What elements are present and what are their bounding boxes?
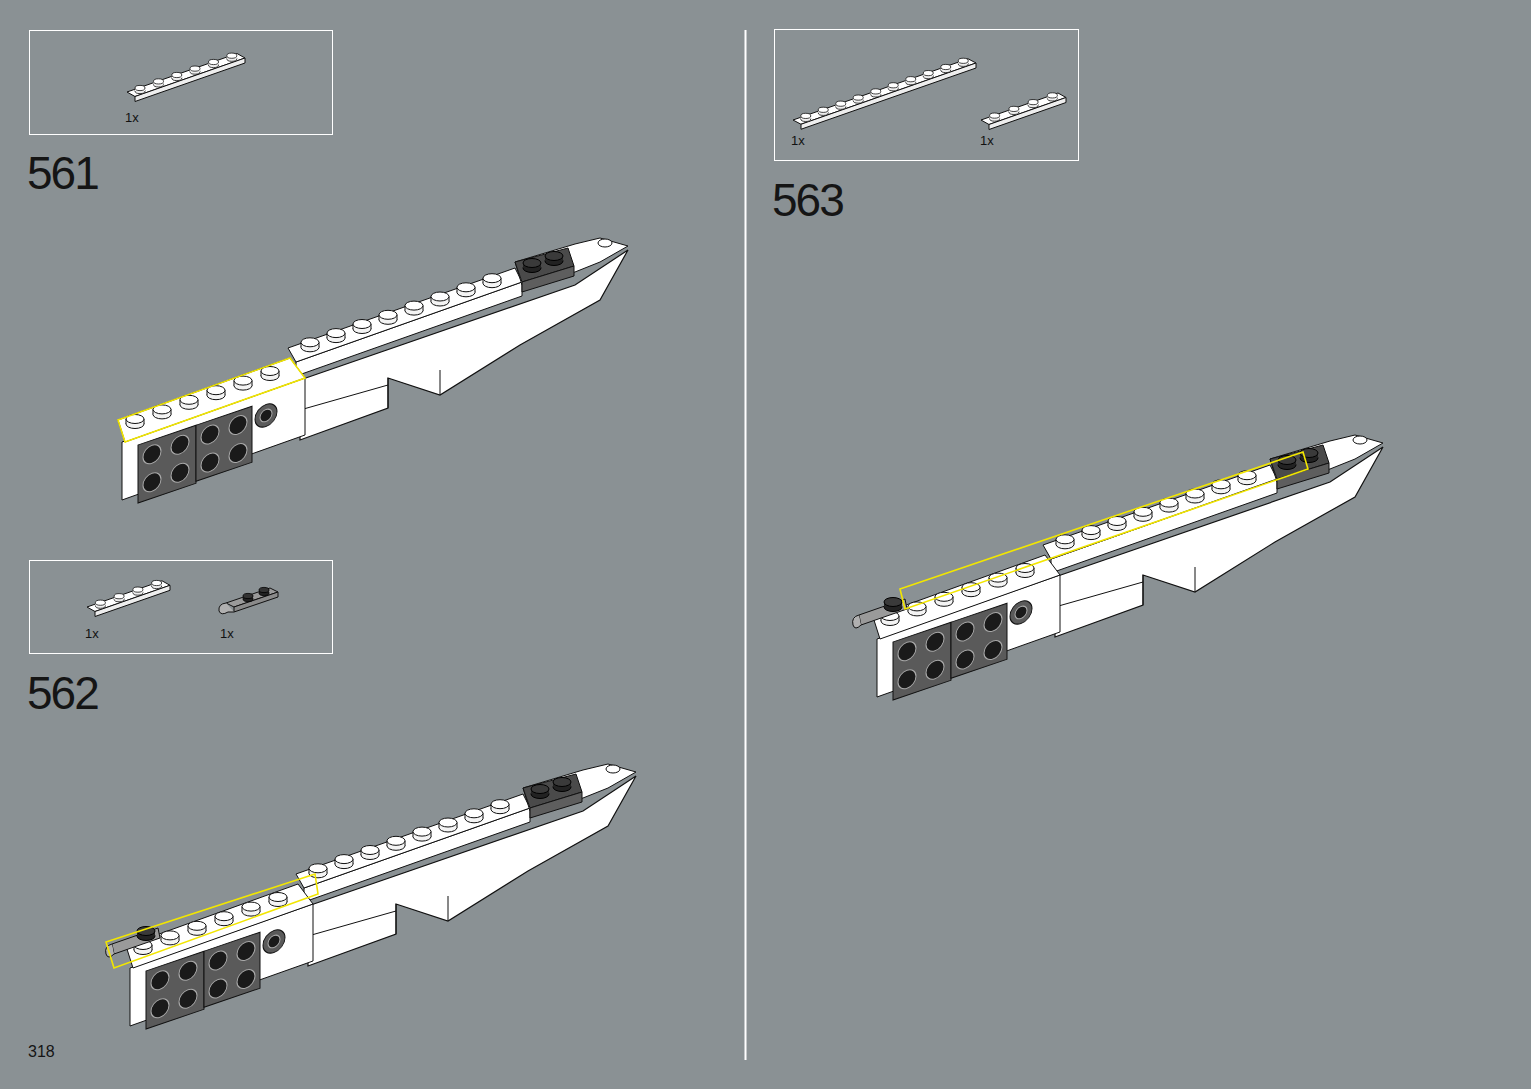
part-drawing [981,93,1066,125]
step-number: 561 [27,150,98,196]
parts-callout-box: 1x 1x [29,560,333,654]
part-drawing [1009,106,1019,114]
part-quantity: 1x [220,627,234,640]
part-drawing [219,603,234,614]
part-drawing [941,64,951,72]
part-drawing [152,580,162,588]
part-drawing [234,592,278,612]
part-drawing [106,874,318,968]
parts-callout-box: 1x 1x [774,29,1079,161]
part-drawing [853,435,1383,700]
part-drawing [1028,100,1038,108]
part-drawing [126,764,636,1029]
part-drawing [259,587,269,595]
part-drawing [118,358,305,442]
part-drawing [106,764,636,1029]
part-drawing [127,54,245,97]
step-number: 562 [27,670,98,716]
part-drawing [227,53,237,61]
part-drawing [990,113,1000,121]
part-quantity: 1x [125,111,139,124]
parts-callout-box: 1x [29,30,333,135]
part-drawing [818,107,828,115]
part-drawing [745,30,747,1060]
part-drawing [871,89,881,97]
part-drawing [900,452,1308,609]
part-drawing [114,594,124,602]
part-drawing [1047,93,1057,101]
part-drawing [873,435,1383,700]
part-drawing [190,66,200,74]
part-drawing [906,77,916,85]
part-drawing [958,58,968,66]
part-drawing [801,63,976,129]
part-drawing [87,581,170,612]
part-drawing [793,59,976,125]
part-drawing [133,587,143,595]
step-number: 563 [772,177,843,223]
part-drawing [923,71,933,79]
part-quantity: 1x [791,134,805,147]
part-drawing [154,79,164,87]
part-drawing [106,927,160,958]
part-drawing [172,72,182,80]
part-drawing [95,585,170,616]
part-drawing [118,238,628,503]
part-drawing [836,101,846,109]
part-quantity: 1x [980,134,994,147]
part-drawing [989,98,1066,130]
part-drawing [209,59,219,67]
part-quantity: 1x [85,627,99,640]
part-drawing [801,113,811,121]
part-drawing [135,85,145,93]
page-number: 318 [28,1044,55,1060]
part-drawing [853,95,863,103]
part-drawing [95,600,105,608]
part-drawing [853,598,907,629]
part-drawing [888,83,898,91]
part-drawing [135,58,245,102]
part-drawing [118,238,628,503]
part-drawing [243,593,253,601]
